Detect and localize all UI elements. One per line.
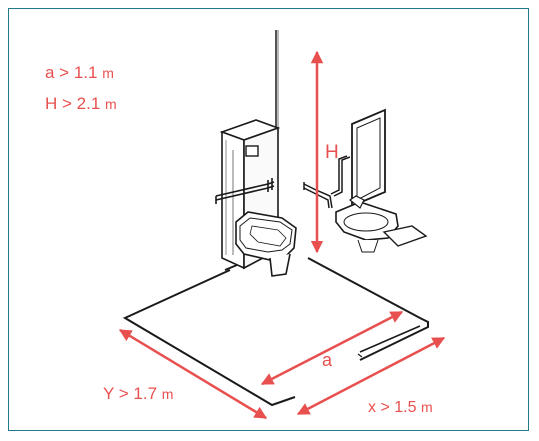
h-dimension-label: H [325,142,339,163]
sink-grab-bar [303,155,351,209]
washbasin [335,195,428,253]
y-requirement-label: Y > 1.7 m [103,384,173,403]
toilet-bowl [235,211,297,277]
a-dimension-label: a [322,350,333,370]
y-dimension-arrow [118,328,268,420]
x-dimension-arrow [296,336,446,416]
toilet-grab-bar [215,178,275,204]
x-requirement-label: x > 1.5 m [368,399,433,416]
floor-outline [122,257,429,407]
mirror [351,108,386,208]
h-requirement-label: H > 2.1 m [45,94,117,113]
a-requirement-label: a > 1.1 m [45,63,114,82]
a-dimension-arrow [260,310,404,386]
